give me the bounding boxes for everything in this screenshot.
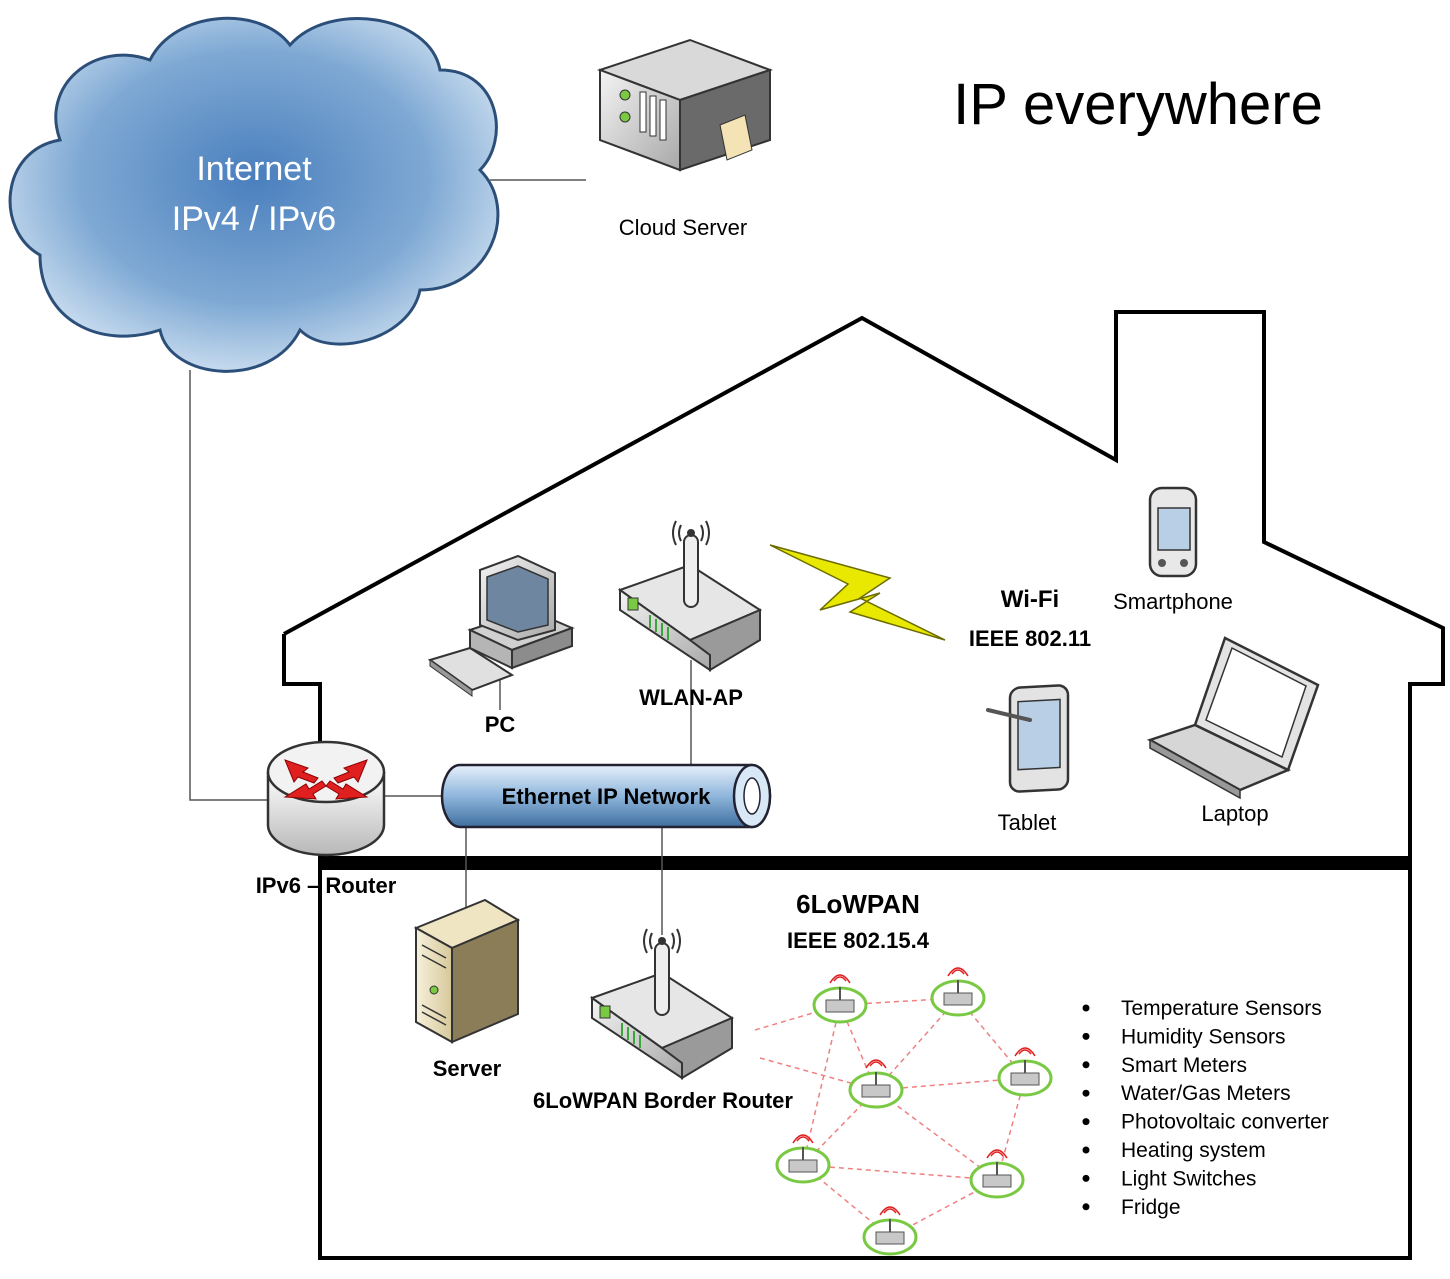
sensor-node-icon xyxy=(997,1047,1053,1097)
wifi-line2: IEEE 802.11 xyxy=(969,626,1091,651)
mesh-link xyxy=(875,1089,998,1181)
sensor-mesh xyxy=(754,967,1053,1256)
device-list-item: Light Switches xyxy=(1082,1167,1256,1190)
cloud-line2: IPv4 / IPv6 xyxy=(172,200,336,238)
bullet-icon xyxy=(1082,1032,1090,1040)
ipv6-router-label: IPv6 – Router xyxy=(256,873,397,898)
server-label: Server xyxy=(433,1056,502,1081)
device-list-item: Temperature Sensors xyxy=(1082,997,1322,1020)
ethernet-label: Ethernet IP Network xyxy=(502,784,711,809)
device-list-label: Temperature Sensors xyxy=(1121,997,1322,1020)
sensor-node-icon xyxy=(848,1059,904,1109)
tablet-label: Tablet xyxy=(998,810,1057,835)
pc-icon xyxy=(427,554,575,697)
device-list-label: Light Switches xyxy=(1121,1167,1256,1190)
tablet-icon xyxy=(986,684,1070,793)
wlan-ap-icon xyxy=(617,520,763,672)
device-list-label: Heating system xyxy=(1121,1139,1266,1162)
sensor-node-icon xyxy=(862,1206,918,1256)
bullet-icon xyxy=(1082,1203,1090,1211)
device-list-label: Humidity Sensors xyxy=(1121,1025,1286,1048)
laptop-label: Laptop xyxy=(1201,801,1268,826)
bullet-icon xyxy=(1082,1004,1090,1012)
page-title: IP everywhere xyxy=(953,72,1323,137)
bullet-icon xyxy=(1082,1089,1090,1097)
lowpan-line1: 6LoWPAN xyxy=(796,889,920,919)
bullet-icon xyxy=(1082,1118,1090,1126)
device-list-item: Humidity Sensors xyxy=(1082,1025,1286,1048)
floor-divider xyxy=(320,856,1410,870)
internet-cloud-icon: Internet IPv4 / IPv6 xyxy=(8,16,500,373)
cloud-line1: Internet xyxy=(196,150,312,188)
sensor-node-icon xyxy=(812,974,868,1024)
ethernet-pipe xyxy=(440,763,772,829)
wlan-ap-label: WLAN-AP xyxy=(639,685,743,710)
sensor-node-icon xyxy=(930,967,986,1017)
smartphone-label: Smartphone xyxy=(1113,589,1233,614)
device-list-label: Fridge xyxy=(1121,1196,1181,1219)
device-list-item: Smart Meters xyxy=(1082,1054,1247,1077)
border-router-icon xyxy=(589,928,735,1080)
border-router-label: 6LoWPAN Border Router xyxy=(533,1088,793,1113)
bullet-icon xyxy=(1082,1174,1090,1182)
laptop-icon xyxy=(1146,636,1320,800)
wifi-line1: Wi-Fi xyxy=(1001,586,1059,613)
mesh-link xyxy=(875,1077,1026,1091)
sensor-node-icon xyxy=(775,1134,831,1184)
cloud-router-link xyxy=(189,370,272,801)
pc-label: PC xyxy=(485,712,516,737)
smartphone-icon xyxy=(1148,486,1198,578)
mesh-link xyxy=(802,1164,998,1181)
device-list-label: Photovoltaic converter xyxy=(1121,1111,1329,1134)
sensor-node-icon xyxy=(969,1149,1025,1199)
cloud-server-label: Cloud Server xyxy=(619,215,747,240)
ipv6-router-icon xyxy=(266,740,386,857)
device-list-item: Photovoltaic converter xyxy=(1082,1111,1329,1134)
bullet-icon xyxy=(1082,1146,1090,1154)
device-list-item: Fridge xyxy=(1082,1196,1181,1219)
device-list-label: Smart Meters xyxy=(1121,1054,1247,1077)
lowpan-line2: IEEE 802.15.4 xyxy=(787,928,930,953)
device-list-label: Water/Gas Meters xyxy=(1121,1082,1291,1105)
device-list-item: Water/Gas Meters xyxy=(1082,1082,1291,1105)
cloud-server-icon xyxy=(597,38,773,172)
wireless-bolt-icon xyxy=(769,544,946,641)
device-list-item: Heating system xyxy=(1082,1139,1266,1162)
bullet-icon xyxy=(1082,1061,1090,1069)
server-icon xyxy=(413,898,521,1044)
